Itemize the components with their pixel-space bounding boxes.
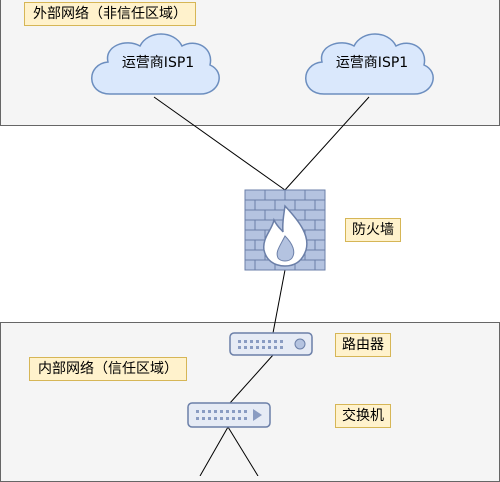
switch-label: 交换机 [335,404,391,428]
link-router-switch [229,354,274,404]
switch-icon [187,402,271,428]
firewall-icon [244,189,326,271]
internal-zone-label: 内部网络（信任区域） [29,357,187,381]
link-firewall-router [272,269,286,334]
external-zone-label: 外部网络（非信任区域） [24,2,196,26]
router-label: 路由器 [335,333,391,357]
cloud-icon [305,33,434,95]
link-switch-down-left [199,426,229,476]
cloud-label-isp-right: 运营商ISP1 [335,55,409,71]
link-switch-down-right [227,426,259,476]
firewall-label: 防火墙 [345,218,401,242]
link-isp-right-firewall [284,96,370,191]
link-isp-left-firewall [153,96,286,191]
cloud-icon [91,33,220,95]
router-icon [229,332,313,356]
cloud-label-isp-left: 运营商ISP1 [121,55,195,71]
